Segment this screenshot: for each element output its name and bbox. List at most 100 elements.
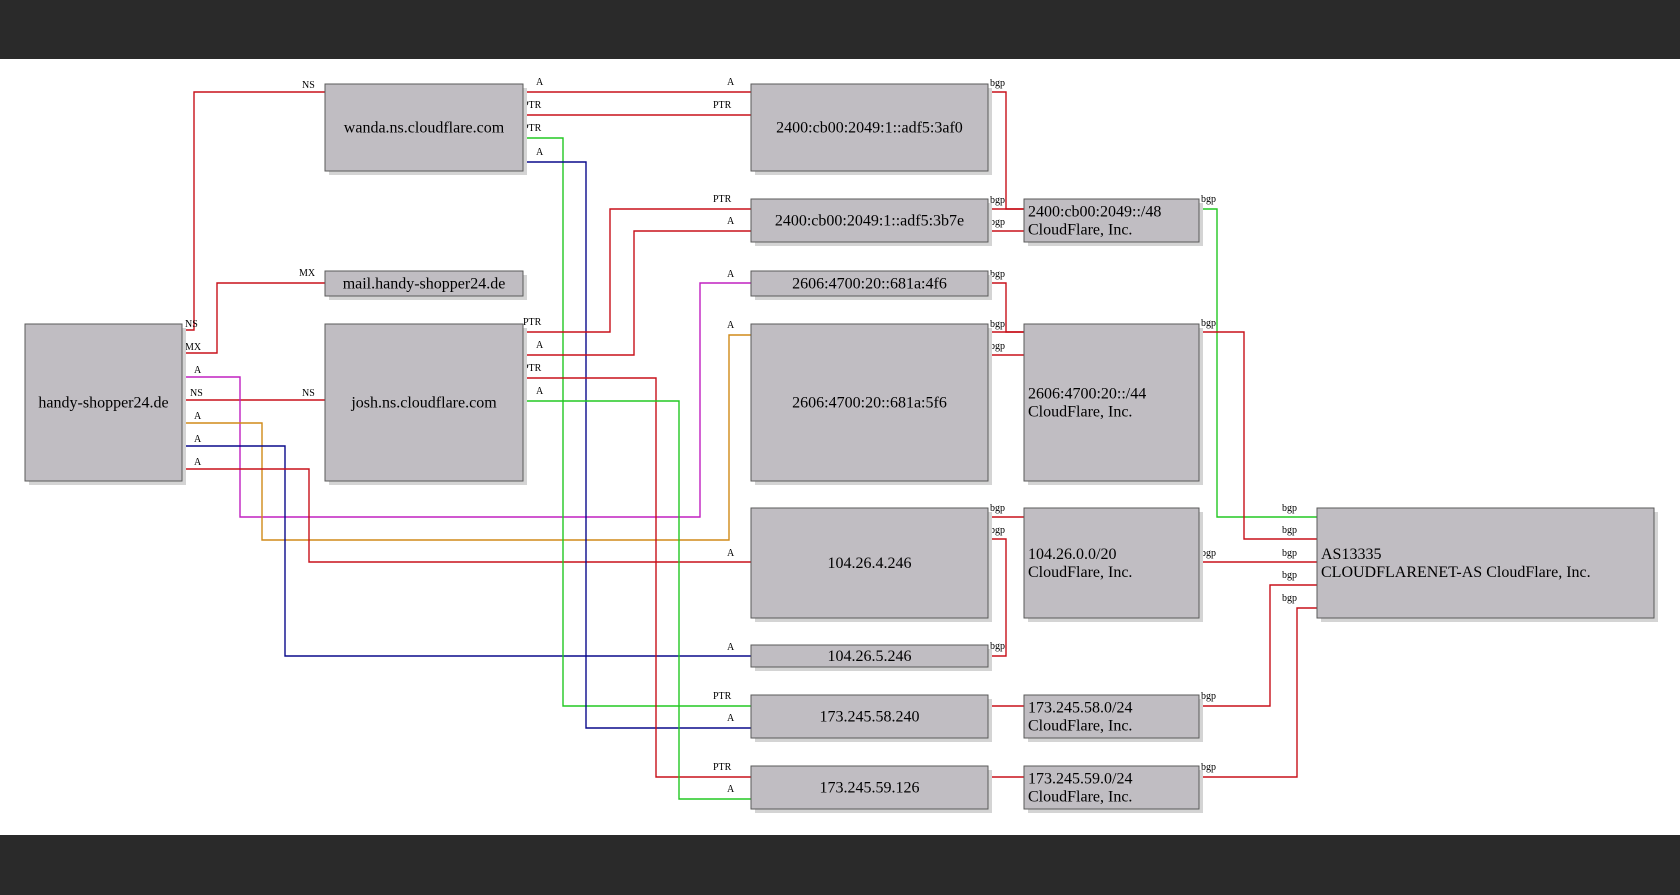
node-ns-josh[interactable]: josh.ns.cloudflare.com — [324, 323, 527, 485]
edge-11 — [523, 208, 751, 333]
edge-1 — [182, 282, 325, 354]
edge-label-8-start: PTR — [523, 100, 542, 111]
edge-29 — [1199, 584, 1317, 707]
edge-label-6-start: A — [194, 457, 202, 468]
edge-30 — [1199, 607, 1317, 778]
edge-13 — [523, 377, 751, 778]
node-ip4-173-245-58-240-label-0: 173.245.58.240 — [820, 709, 920, 726]
node-as13335-box — [1316, 507, 1655, 619]
edge-label-26-end: bgp — [1282, 503, 1297, 514]
node-ip4-104-26-5-246-box — [750, 644, 989, 668]
edge-label-22-start: bgp — [990, 525, 1005, 536]
node-ip4-104-26-4-246[interactable]: 104.26.4.246 — [750, 507, 992, 622]
node-layer: handy-shopper24.de wanda.ns.cloudflare.co… — [24, 83, 1658, 813]
node-ip6-3b7e[interactable]: 2400:cb00:2049:1::adf5:3b7e — [750, 198, 992, 246]
edge-label-30-end: bgp — [1282, 593, 1297, 604]
node-prefix-173-245-58-label-1: CloudFlare, Inc. — [1028, 718, 1132, 735]
edge-label-28-end: bgp — [1282, 548, 1297, 559]
node-ip4-104-26-5-246-label-0: 104.26.5.246 — [828, 648, 912, 665]
edge-26 — [1199, 208, 1317, 518]
node-ip6-5f6[interactable]: 2606:4700:20::681a:5f6 — [750, 323, 992, 485]
node-ip4-104-26-4-246-label-0: 104.26.4.246 — [828, 555, 912, 572]
node-ip6-3af0-box — [750, 83, 989, 172]
edge-label-27-end: bgp — [1282, 525, 1297, 536]
edge-6 — [182, 468, 751, 563]
edge-label-28-start: bgp — [1201, 548, 1216, 559]
bottom-bar — [0, 835, 1680, 895]
node-ip6-3b7e-box — [750, 198, 989, 243]
node-ip6-3af0[interactable]: 2400:cb00:2049:1::adf5:3af0 — [750, 83, 992, 175]
edge-label-5-start: A — [194, 434, 202, 445]
edge-12 — [523, 230, 751, 356]
edge-label-10-end: A — [727, 713, 735, 724]
node-prefix-2400-label-0: 2400:cb00:2049::/48 — [1028, 204, 1161, 221]
node-ns-wanda[interactable]: wanda.ns.cloudflare.com — [324, 83, 527, 175]
node-ip6-4f6-label-0: 2606:4700:20::681a:4f6 — [792, 276, 947, 293]
edge-label-12-start: A — [536, 340, 544, 351]
edge-10 — [523, 161, 751, 729]
edge-label-17-start: bgp — [990, 195, 1005, 206]
edge-5 — [182, 445, 751, 657]
edge-label-20-start: bgp — [990, 341, 1005, 352]
node-as13335-label-1: CLOUDFLARENET-AS CloudFlare, Inc. — [1321, 564, 1591, 581]
edge-label-0-start: NS — [185, 319, 198, 330]
edge-label-15-start: bgp — [990, 78, 1005, 89]
node-prefix-2400-label-1: CloudFlare, Inc. — [1028, 222, 1132, 239]
node-ip4-173-245-58-240[interactable]: 173.245.58.240 — [750, 694, 992, 742]
edge-label-2-start: NS — [190, 388, 203, 399]
edge-label-10-start: A — [536, 147, 544, 158]
node-ip6-5f6-box — [750, 323, 989, 482]
edge-14 — [523, 400, 751, 800]
edge-label-4-start: A — [194, 411, 202, 422]
edge-label-21-start: bgp — [990, 503, 1005, 514]
edge-label-27-start: bgp — [1201, 318, 1216, 329]
node-domain[interactable]: handy-shopper24.de — [24, 323, 186, 485]
edge-label-2-end: NS — [302, 388, 315, 399]
node-as13335-label-0: AS13335 — [1321, 546, 1381, 563]
node-prefix-173-245-59-box — [1023, 765, 1200, 810]
node-prefix-104-box — [1023, 507, 1200, 619]
node-domain-label-0: handy-shopper24.de — [38, 395, 168, 412]
node-prefix-173-245-58-label-0: 173.245.58.0/24 — [1028, 700, 1132, 717]
node-mail[interactable]: mail.handy-shopper24.de — [324, 270, 527, 300]
edge-label-23-start: bgp — [990, 641, 1005, 652]
node-prefix-2606-box — [1023, 323, 1200, 482]
node-ns-wanda-box — [324, 83, 524, 172]
node-prefix-173-245-59-label-0: 173.245.59.0/24 — [1028, 771, 1132, 788]
edge-label-14-end: A — [727, 784, 735, 795]
edge-label-30-start: bgp — [1201, 762, 1216, 773]
node-prefix-173-245-59-label-1: CloudFlare, Inc. — [1028, 789, 1132, 806]
edge-label-12-end: A — [727, 216, 735, 227]
node-prefix-2606-label-1: CloudFlare, Inc. — [1028, 404, 1132, 421]
node-ip4-173-245-59-126[interactable]: 173.245.59.126 — [750, 765, 992, 813]
edge-0 — [182, 91, 325, 331]
node-ip4-104-26-5-246[interactable]: 104.26.5.246 — [750, 644, 992, 671]
edge-label-9-end: PTR — [713, 691, 732, 702]
node-ns-josh-box — [324, 323, 524, 482]
edge-label-16-start: bgp — [990, 217, 1005, 228]
node-prefix-2400-box — [1023, 198, 1200, 243]
edge-label-13-start: PTR — [523, 363, 542, 374]
node-ip6-4f6-box — [750, 270, 989, 297]
node-ip4-173-245-58-240-box — [750, 694, 989, 739]
node-ip6-3b7e-label-0: 2400:cb00:2049:1::adf5:3b7e — [775, 213, 964, 230]
node-ns-wanda-label-0: wanda.ns.cloudflare.com — [344, 120, 505, 137]
edge-label-13-end: PTR — [713, 762, 732, 773]
edge-9 — [523, 137, 751, 707]
node-domain-box — [24, 323, 183, 482]
edge-label-7-start: A — [536, 77, 544, 88]
edge-label-14-start: A — [536, 386, 544, 397]
edge-label-26-start: bgp — [1201, 194, 1216, 205]
node-ip6-4f6[interactable]: 2606:4700:20::681a:4f6 — [750, 270, 992, 300]
edge-label-19-start: bgp — [990, 319, 1005, 330]
edge-15 — [988, 91, 1024, 210]
